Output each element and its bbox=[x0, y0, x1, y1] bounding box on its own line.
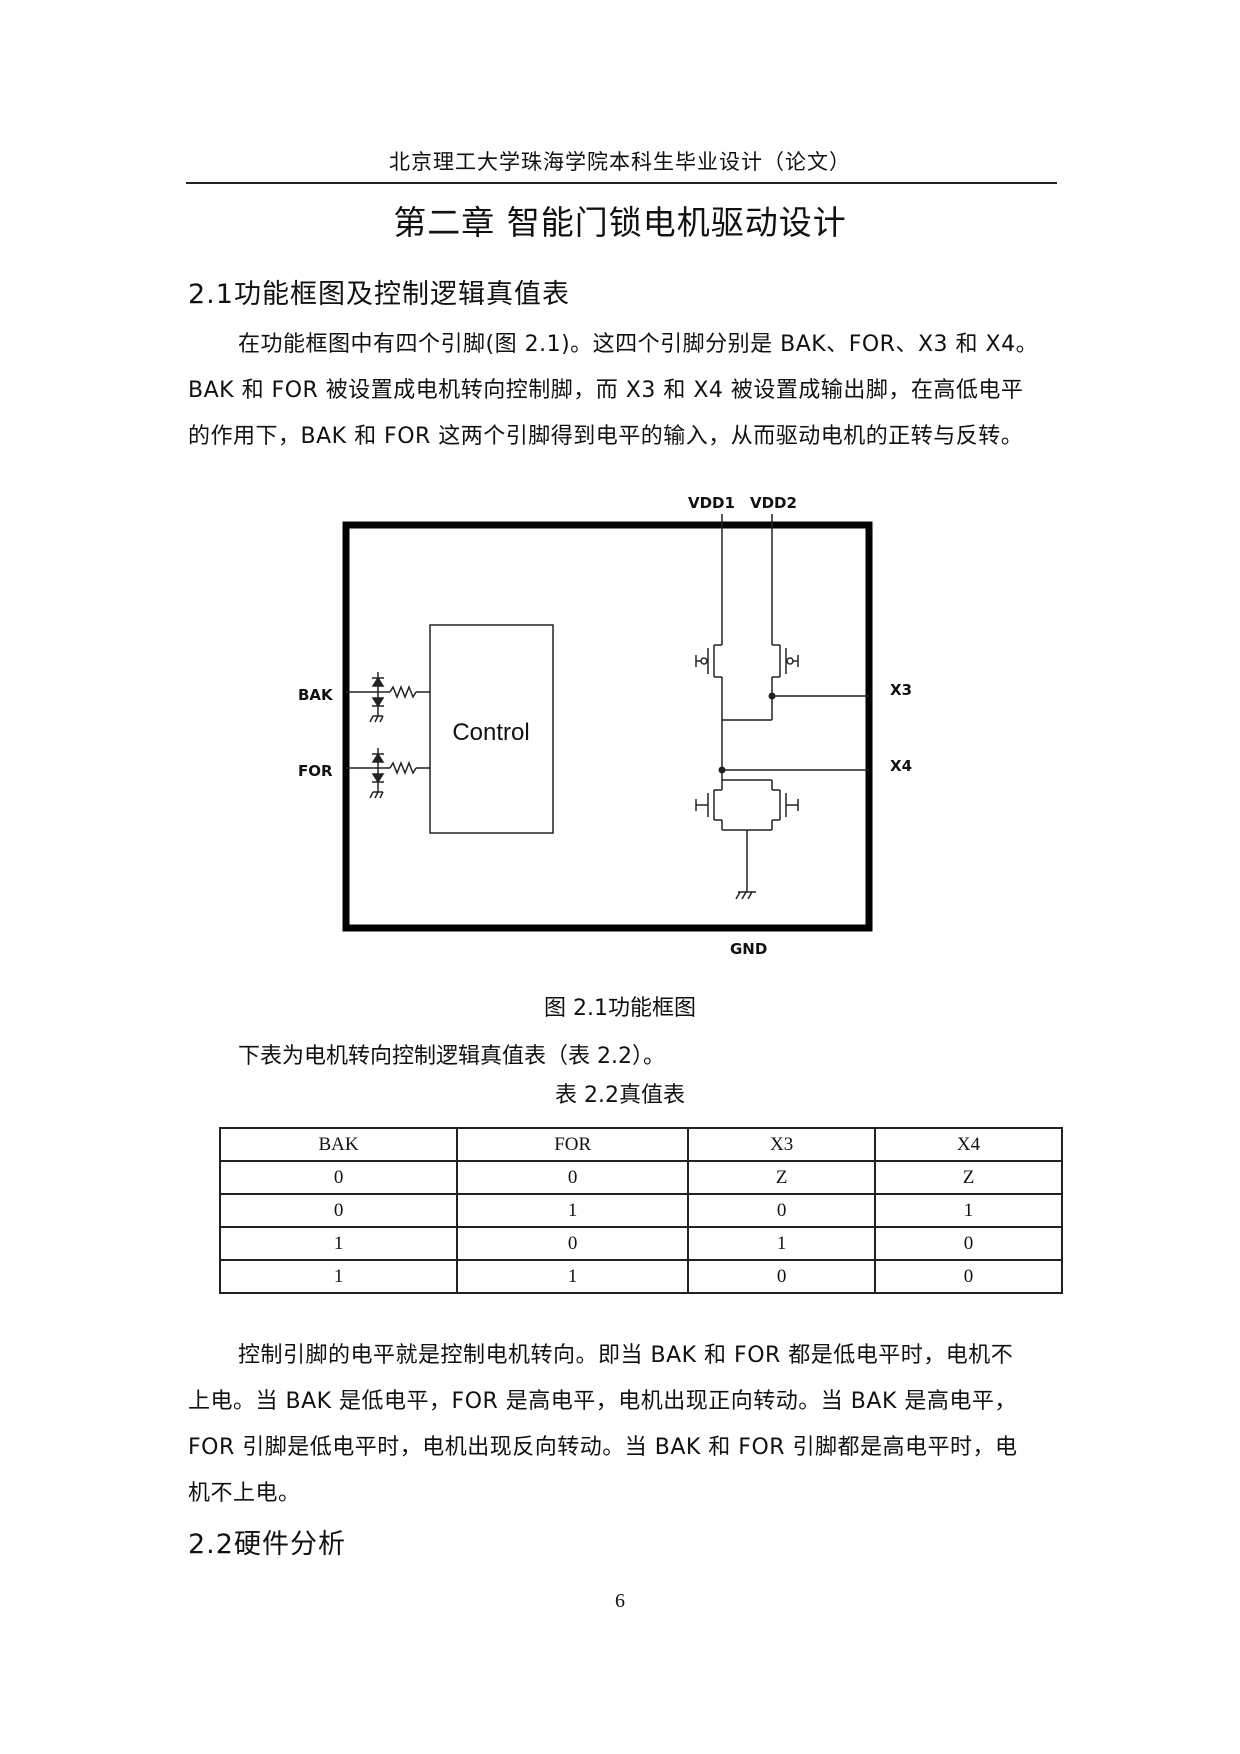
chapter-title: 第二章 智能门锁电机驱动设计 bbox=[393, 203, 847, 242]
table-cell: 1 bbox=[456, 1259, 690, 1294]
table-cell: 0 bbox=[218, 1193, 459, 1228]
table-cell: 0 bbox=[687, 1193, 877, 1228]
vdd2-label: VDD2 bbox=[750, 494, 797, 512]
paragraph-line: 在功能框图中有四个引脚(图 2.1)。这四个引脚分别是 BAK、FOR、X3 和… bbox=[238, 332, 1039, 357]
table-row: 0 0 Z Z bbox=[218, 1160, 1063, 1195]
table-row: 0 1 0 1 bbox=[218, 1193, 1063, 1228]
paragraph-line: 机不上电。 bbox=[188, 1481, 301, 1506]
table-row: 1 1 0 0 bbox=[218, 1259, 1063, 1294]
column-header-x3: X3 bbox=[687, 1127, 877, 1162]
table-cell: 1 bbox=[874, 1193, 1063, 1228]
column-header-bak: BAK bbox=[218, 1127, 459, 1162]
header-rule bbox=[186, 182, 1057, 184]
column-header-x4: X4 bbox=[874, 1127, 1063, 1162]
bak-input-protection bbox=[346, 672, 430, 723]
page-number: 6 bbox=[615, 1590, 625, 1612]
table-cell: 1 bbox=[218, 1259, 459, 1294]
for-pin-label: FOR bbox=[298, 762, 333, 780]
table-cell: 1 bbox=[218, 1226, 459, 1261]
paragraph-pins: 在功能框图中有四个引脚(图 2.1)。这四个引脚分别是 BAK、FOR、X3 和… bbox=[188, 322, 1068, 460]
table-cell: 0 bbox=[456, 1160, 690, 1195]
running-header: 北京理工大学珠海学院本科生毕业设计（论文） bbox=[389, 150, 851, 174]
paragraph-line: FOR 引脚是低电平时，电机出现反向转动。当 BAK 和 FOR 引脚都是高电平… bbox=[188, 1435, 1018, 1460]
gnd-label: GND bbox=[730, 940, 767, 958]
bak-pin-label: BAK bbox=[298, 686, 334, 704]
paragraph-line: 上电。当 BAK 是低电平，FOR 是高电平，电机出现正向转动。当 BAK 是高… bbox=[188, 1389, 1017, 1414]
x3-pin-label: X3 bbox=[890, 681, 912, 699]
table-cell: Z bbox=[874, 1160, 1063, 1195]
paragraph-truth-explanation: 控制引脚的电平就是控制电机转向。即当 BAK 和 FOR 都是低电平时，电机不 … bbox=[188, 1333, 1068, 1517]
vdd1-label: VDD1 bbox=[688, 494, 735, 512]
table-row: 1 0 1 0 bbox=[218, 1226, 1063, 1261]
output-bridge bbox=[695, 514, 869, 900]
control-block-label: Control bbox=[452, 719, 529, 746]
figure-caption: 图 2.1功能框图 bbox=[544, 996, 696, 1021]
table-cell: 0 bbox=[874, 1226, 1063, 1261]
table-cell: Z bbox=[687, 1160, 877, 1195]
column-header-for: FOR bbox=[456, 1127, 690, 1162]
table-caption: 表 2.2真值表 bbox=[555, 1083, 685, 1108]
functional-block-diagram: VDD1 VDD2 BAK FOR X3 X4 GND Control bbox=[298, 494, 912, 958]
table-header-row: BAK FOR X3 X4 bbox=[218, 1127, 1063, 1162]
for-input-protection bbox=[346, 748, 430, 799]
section-heading-2-1: 2.1功能框图及控制逻辑真值表 bbox=[188, 279, 570, 310]
control-block bbox=[429, 624, 554, 834]
table-cell: 0 bbox=[687, 1259, 877, 1294]
paragraph-line: 的作用下，BAK 和 FOR 这两个引脚得到电平的输入，从而驱动电机的正转与反转… bbox=[188, 424, 1024, 449]
table-cell: 0 bbox=[456, 1226, 690, 1261]
paragraph-line: 控制引脚的电平就是控制电机转向。即当 BAK 和 FOR 都是低电平时，电机不 bbox=[238, 1343, 1014, 1368]
paragraph-line: BAK 和 FOR 被设置成电机转向控制脚，而 X3 和 X4 被设置成输出脚，… bbox=[188, 378, 1024, 403]
junction-dot bbox=[718, 766, 726, 774]
table-cell: 1 bbox=[456, 1193, 690, 1228]
table-cell: 1 bbox=[687, 1226, 877, 1261]
table-cell: 0 bbox=[218, 1160, 459, 1195]
table-intro: 下表为电机转向控制逻辑真值表（表 2.2）。 bbox=[238, 1044, 665, 1069]
section-heading-2-2: 2.2硬件分析 bbox=[188, 1529, 346, 1560]
truth-table: BAK FOR X3 X4 0 0 Z Z 0 1 0 1 1 0 1 0 1 … bbox=[218, 1127, 1063, 1294]
x4-pin-label: X4 bbox=[890, 757, 912, 775]
junction-dot bbox=[768, 692, 776, 700]
chip-outline bbox=[342, 521, 873, 932]
table-cell: 0 bbox=[874, 1259, 1063, 1294]
